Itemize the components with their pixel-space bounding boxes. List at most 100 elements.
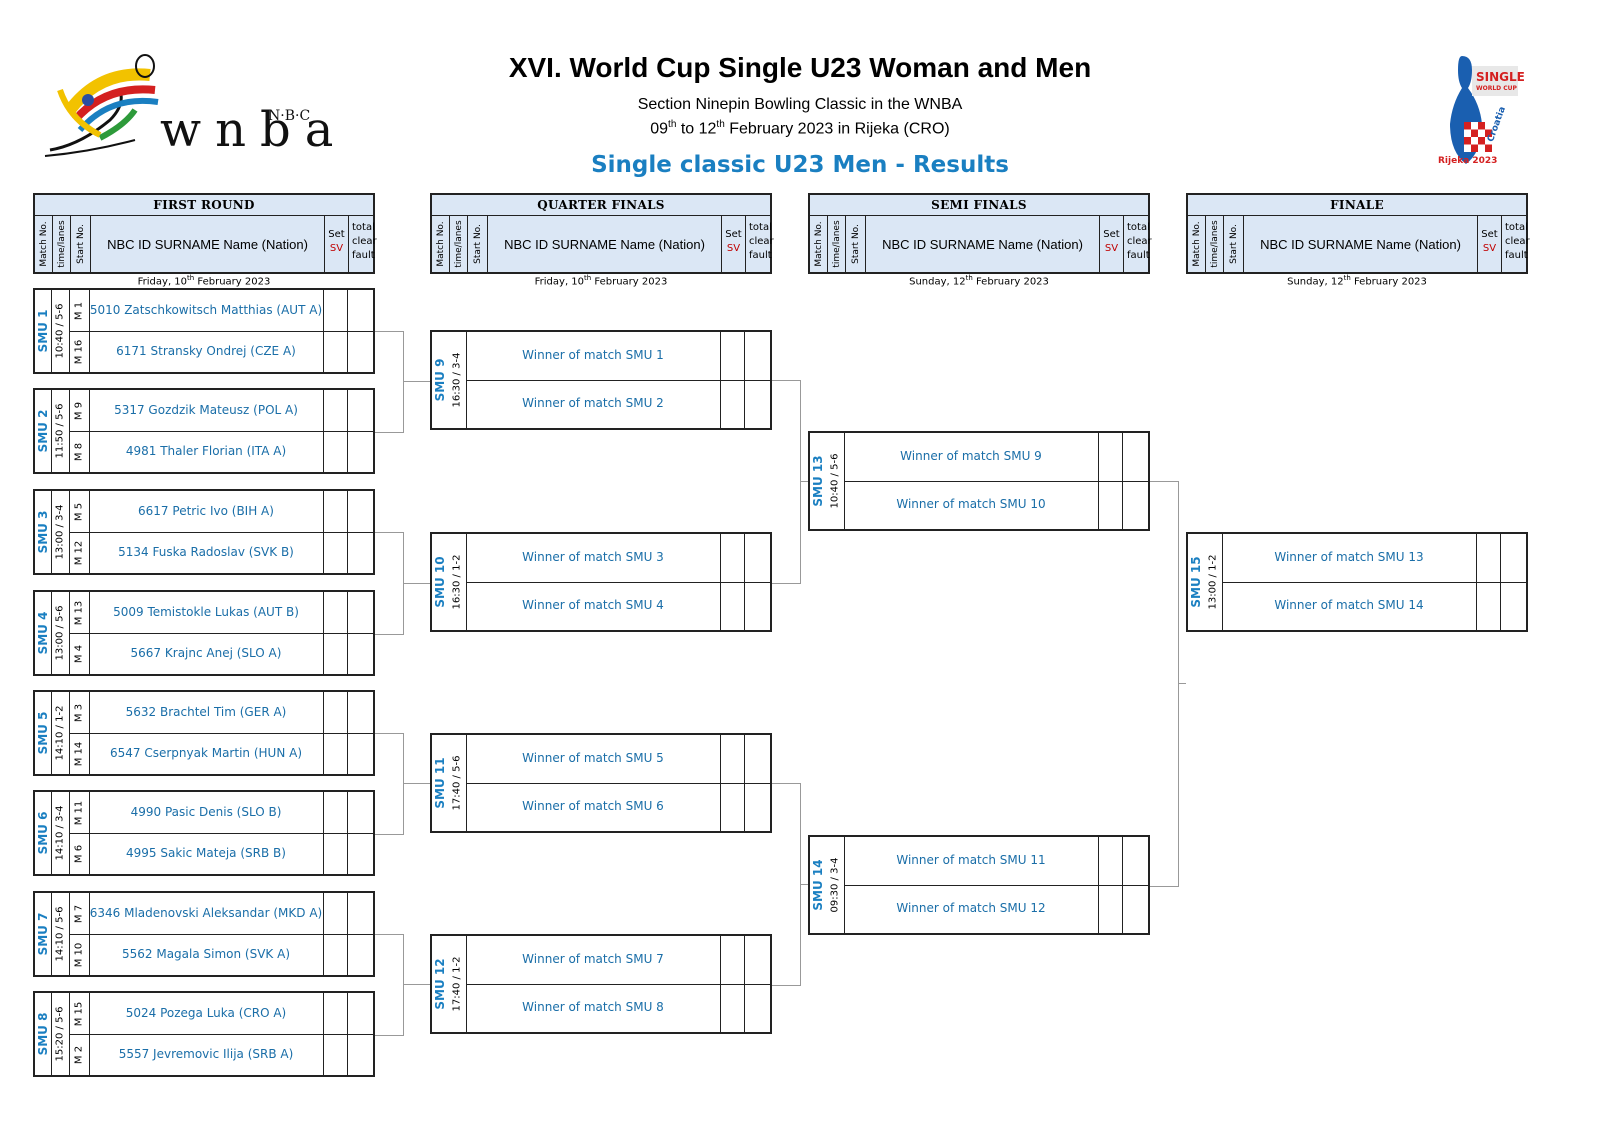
start-number: M 12 <box>73 540 85 565</box>
header-time-lanes: time/lanes <box>453 220 464 268</box>
start-number: M 15 <box>73 1001 85 1026</box>
set-score-cell <box>323 692 347 733</box>
bracket-connector <box>800 883 808 885</box>
total-score-cell <box>347 532 375 573</box>
player-name: Winner of match SMU 11 <box>896 853 1046 867</box>
set-score-cell <box>720 380 744 428</box>
match-time-lanes: 14:10 / 5-6 <box>54 906 66 962</box>
header-start-no: Start No. <box>75 224 86 264</box>
event-dates: 09th to 12th February 2023 in Rijeka (CR… <box>650 119 950 138</box>
match-time-lanes: 15:20 / 5-6 <box>54 1006 66 1062</box>
total-score-cell <box>744 936 772 984</box>
bracket-connector <box>403 783 430 784</box>
header-total3: fault <box>1505 250 1528 261</box>
set-score-cell <box>720 582 744 630</box>
header-time-lanes: time/lanes <box>831 220 842 268</box>
set-score-cell <box>323 733 347 774</box>
bracket-connector <box>403 381 430 382</box>
total-score-cell <box>347 633 375 674</box>
round-date-day: Friday, 10 <box>137 276 188 288</box>
header-sv: SV <box>1104 243 1119 254</box>
total-score-cell <box>1500 534 1528 582</box>
player-name: 5562 Magala Simon (SVK A) <box>121 946 291 961</box>
set-score-cell <box>720 735 744 783</box>
match-id: SMU 12 <box>433 958 447 1010</box>
player-name: 4990 Pasic Denis (SLO B) <box>130 804 282 819</box>
total-score-cell <box>347 833 375 874</box>
player-name: 4981 Thaler Florian (ITA A) <box>125 443 287 458</box>
round-date-sup: th <box>187 274 195 282</box>
header-sv: SV <box>1482 243 1497 254</box>
player-name: Winner of match SMU 7 <box>522 952 664 966</box>
player-name: Winner of match SMU 10 <box>896 497 1046 511</box>
bracket-connector <box>772 783 801 986</box>
start-number: M 4 <box>73 644 85 663</box>
bracket-connector <box>772 380 801 584</box>
round-date-rest: February 2023 <box>194 276 271 288</box>
set-score-cell <box>323 592 347 633</box>
round-date: Friday, 10th February 2023 <box>430 274 772 287</box>
header-total3: fault <box>1127 250 1150 261</box>
round-title: FIRST ROUND <box>35 195 373 216</box>
round-date-day: Sunday, 12 <box>909 276 966 288</box>
player-name: Winner of match SMU 9 <box>900 449 1042 463</box>
match-id: SMU 13 <box>811 455 825 507</box>
header-set: Set <box>1103 229 1120 240</box>
header-total2: clear <box>749 236 774 247</box>
player-name: Winner of match SMU 4 <box>522 598 664 612</box>
nbc-logo-text: N·B·C <box>268 108 311 124</box>
total-score-cell <box>744 534 772 582</box>
match-id: SMU 1 <box>36 309 50 353</box>
match-id: SMU 10 <box>433 556 447 608</box>
set-score-cell <box>720 534 744 582</box>
round-title: FINALE <box>1188 195 1526 216</box>
header-set: Set <box>725 229 742 240</box>
player-name: Winner of match SMU 5 <box>522 751 664 765</box>
match-id: SMU 6 <box>36 811 50 855</box>
round-date: Sunday, 12th February 2023 <box>808 274 1150 287</box>
bracket-connector <box>375 532 404 635</box>
header-player-column: NBC ID SURNAME Name (Nation) <box>107 236 308 252</box>
start-number: M 14 <box>73 741 85 766</box>
set-score-cell <box>720 332 744 380</box>
match-time-lanes: 09:30 / 3-4 <box>829 857 841 913</box>
bracket-connector <box>1150 481 1179 887</box>
total-score-cell <box>1122 837 1150 885</box>
round-date: Sunday, 12th February 2023 <box>1186 274 1528 287</box>
round-date-sup: th <box>1343 274 1351 282</box>
match-time-lanes: 10:40 / 5-6 <box>54 303 66 359</box>
page-subtitle: Section Ninepin Bowling Classic in the W… <box>637 96 963 113</box>
match-time-lanes: 17:40 / 1-2 <box>451 956 463 1012</box>
start-number: M 2 <box>73 1045 85 1064</box>
header-start-no: Start No. <box>850 224 861 264</box>
logo-worldcup-text: WORLD CUP <box>1476 85 1517 92</box>
player-name: Winner of match SMU 14 <box>1274 598 1424 612</box>
set-score-cell <box>323 934 347 975</box>
match-time-lanes: 13:00 / 5-6 <box>54 605 66 661</box>
round-date-sup: th <box>965 274 973 282</box>
match-time-lanes: 16:30 / 1-2 <box>451 554 463 610</box>
player-name: Winner of match SMU 3 <box>522 550 664 564</box>
bracket-connector <box>403 582 430 584</box>
total-score-cell <box>744 735 772 783</box>
total-score-cell <box>347 1034 375 1075</box>
start-number: M 10 <box>73 942 85 967</box>
player-name: Winner of match SMU 8 <box>522 1000 664 1014</box>
match-id: SMU 14 <box>811 859 825 911</box>
total-score-cell <box>744 984 772 1032</box>
player-name: 4995 Sakic Mateja (SRB B) <box>126 845 286 860</box>
header-player-column: NBC ID SURNAME Name (Nation) <box>1260 236 1461 252</box>
bowling-pin-icon <box>1450 56 1518 164</box>
player-name: 5667 Krajnc Anej (SLO A) <box>130 645 282 660</box>
round-date-day: Friday, 10 <box>534 276 585 288</box>
results-title: Single classic U23 Men - Results <box>591 152 1009 178</box>
